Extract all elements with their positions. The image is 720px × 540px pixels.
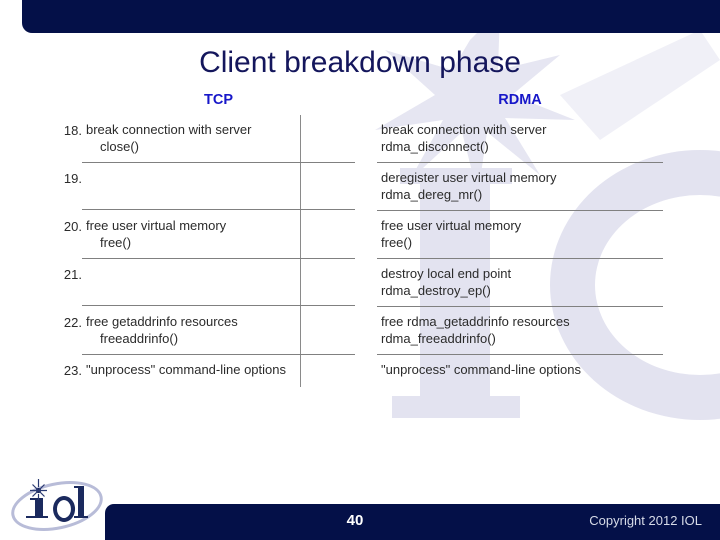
cell-line-1: destroy local end point [381,266,512,281]
table-row: 21. destroy local end point rdma_destroy… [55,259,665,307]
cell-line-2: rdma_freeaddrinfo() [381,330,496,346]
cell-rdma: "unprocess" command-line options [377,355,663,386]
cell-line-1: "unprocess" command-line options [381,362,581,377]
cell-line-2: rdma_dereg_mr() [381,186,483,202]
column-header-rdma: RDMA [498,92,542,108]
cell-tcp: "unprocess" command-line options [82,355,355,386]
page-number: 40 [346,512,364,529]
cell-line-2: rdma_destroy_ep() [381,282,491,298]
cell-line-1: "unprocess" command-line options [86,362,286,377]
top-banner [22,0,720,33]
cell-tcp [82,259,355,306]
cell-tcp: free getaddrinfo resources freeaddrinfo(… [82,307,355,355]
iol-logo-icon [11,479,103,531]
cell-line-1: free rdma_getaddrinfo resources [381,314,570,329]
cell-rdma: free rdma_getaddrinfo resources rdma_fre… [377,307,663,355]
cell-line-2: close() [100,138,140,154]
row-number: 19. [63,171,82,186]
cell-line-1: break connection with server [381,122,547,137]
row-number: 21. [63,267,82,282]
row-number: 23. [63,363,82,378]
cell-line-2: freeaddrinfo() [100,330,179,346]
cell-tcp: break connection with server close() [82,115,355,163]
table-row: 23. "unprocess" command-line options "un… [55,355,665,402]
cell-line-2: free() [381,234,413,250]
cell-line-1: break connection with server [86,122,252,137]
cell-rdma: free user virtual memory free() [377,211,663,259]
page-title: Client breakdown phase [199,46,521,79]
cell-line-2: rdma_disconnect() [381,138,489,154]
footer-bar [105,504,720,540]
table-row: 19. deregister user virtual memory rdma_… [55,163,665,211]
table-row: 20. free user virtual memory free() free… [55,211,665,259]
cell-tcp [82,163,355,210]
row-number: 20. [63,219,82,234]
row-number: 18. [63,123,82,138]
cell-line-1: deregister user virtual memory [381,170,557,185]
row-number: 22. [63,315,82,330]
comparison-table: 18. break connection with server close()… [55,115,665,402]
table-row: 22. free getaddrinfo resources freeaddri… [55,307,665,355]
column-header-tcp: TCP [204,92,233,108]
column-divider [300,115,301,387]
cell-tcp: free user virtual memory free() [82,211,355,259]
cell-line-1: free getaddrinfo resources [86,314,238,329]
copyright-text: Copyright 2012 IOL [589,513,702,528]
cell-line-1: free user virtual memory [86,218,227,233]
cell-rdma: destroy local end point rdma_destroy_ep(… [377,259,663,307]
table-row: 18. break connection with server close()… [55,115,665,163]
cell-line-1: free user virtual memory [381,218,522,233]
cell-rdma: break connection with server rdma_discon… [377,115,663,163]
cell-line-2: free() [100,234,132,250]
cell-rdma: deregister user virtual memory rdma_dere… [377,163,663,211]
